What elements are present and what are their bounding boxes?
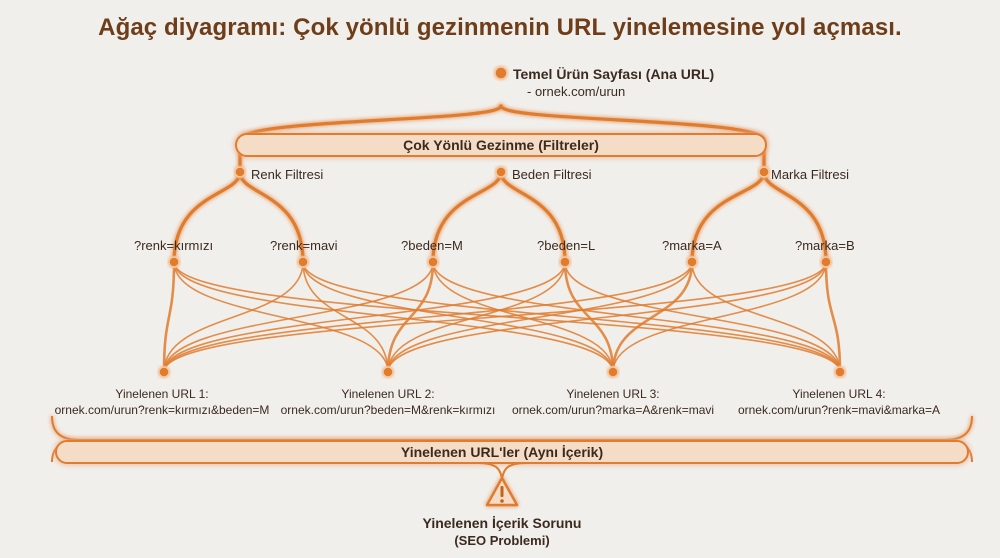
warning-icon [485, 476, 519, 507]
problem-block: Yinelenen İçerik Sorunu (SEO Problemi) [423, 476, 582, 548]
duplicate-url-1: ornek.com/urun?renk=kırmızı&beden=M [55, 403, 270, 417]
branch-filter-to-param-3 [431, 170, 503, 264]
duplicate-title-2: Yinelenen URL 2: [341, 387, 434, 401]
filter-node-1 [234, 166, 246, 178]
filter-label-color: Renk Filtresi [251, 167, 323, 182]
mesh-link-param-3-url-4 [432, 261, 841, 373]
facet-banner-label: Çok Yönlü Gezinme (Filtreler) [403, 137, 599, 153]
param-label-size-l: ?beden=L [537, 238, 595, 253]
mesh-link-param-2-url-4 [302, 261, 841, 373]
duplicate-node-4 [834, 366, 846, 378]
mesh-link-param-5-url-2 [387, 261, 693, 373]
duplicate-url-3: ornek.com/urun?marka=A&renk=mavi [512, 403, 714, 417]
mesh-link-param-4-url-1 [163, 261, 566, 373]
param-node-4 [559, 256, 571, 268]
root-node [494, 66, 508, 80]
param-label-brand-b: ?marka=B [795, 238, 855, 253]
cross-connections [162, 260, 842, 374]
branch-filter-to-param-2 [238, 170, 305, 264]
branch-filter-to-param-5 [690, 170, 766, 264]
mesh-link-param-1-url-3 [173, 261, 614, 373]
duplicates-bracket: Yinelenen URL'ler (Aynı İçerik) [51, 415, 973, 482]
param-label-color-blue: ?renk=mavi [270, 238, 338, 253]
duplicate-url-2: ornek.com/urun?beden=M&renk=kırmızı [281, 403, 496, 417]
branch-filter-to-param-1 [172, 170, 242, 264]
branch-filter-to-param-6 [762, 170, 828, 264]
param-label-color-red: ?renk=kırmızı [134, 238, 213, 253]
mesh-link-param-4-url-4 [564, 261, 841, 373]
duplicate-title-3: Yinelenen URL 3: [566, 387, 659, 401]
mesh-link-param-3-url-1 [163, 261, 434, 373]
mesh-link-param-2-url-3 [302, 261, 614, 373]
mesh-link-param-6-url-2 [387, 261, 827, 373]
mesh-link-param-4-url-2 [387, 261, 566, 373]
duplicate-url-4: ornek.com/urun?renk=mavi&marka=A [738, 403, 940, 417]
filter-label-brand: Marka Filtresi [771, 167, 849, 182]
mesh-link-param-6-url-3 [612, 261, 827, 373]
filter-node-3 [758, 166, 770, 178]
mesh-link-param-2-url-2 [302, 261, 389, 373]
mesh-link-param-1-url-2 [173, 261, 389, 373]
param-node-2 [297, 256, 309, 268]
root-title: Temel Ürün Sayfası (Ana URL) [513, 66, 714, 82]
param-node-6 [820, 256, 832, 268]
tree-nodes [158, 66, 846, 378]
param-node-5 [686, 256, 698, 268]
root-url: - ornek.com/urun [527, 84, 625, 99]
duplicate-title-4: Yinelenen URL 4: [792, 387, 885, 401]
page-title: Ağaç diyagramı: Çok yönlü gezinmenin URL… [98, 14, 902, 41]
duplicate-node-1 [158, 366, 170, 378]
filter-node-2 [495, 166, 507, 178]
problem-subtitle: (SEO Problemi) [454, 533, 549, 548]
mesh-link-param-6-url-1 [163, 261, 827, 373]
mesh-link-param-4-url-3 [563, 260, 615, 374]
mesh-link-param-3-url-2 [386, 260, 435, 374]
facet-banner: Çok Yönlü Gezinme (Filtreler) [235, 133, 767, 157]
duplicate-node-2 [382, 366, 394, 378]
param-label-brand-a: ?marka=A [662, 238, 722, 253]
mesh-link-param-3-url-3 [432, 261, 614, 373]
mesh-link-param-6-url-4 [824, 260, 842, 374]
mesh-link-param-5-url-1 [163, 261, 693, 373]
duplicate-title-1: Yinelenen URL 1: [115, 387, 208, 401]
problem-title: Yinelenen İçerik Sorunu [423, 515, 582, 531]
mesh-link-param-5-url-4 [691, 261, 841, 373]
param-node-1 [168, 256, 180, 268]
mesh-link-param-1-url-1 [162, 260, 176, 374]
mesh-link-param-1-url-4 [173, 261, 841, 373]
param-label-size-m: ?beden=M [401, 238, 463, 253]
duplicate-node-3 [607, 366, 619, 378]
mesh-link-param-2-url-1 [163, 261, 304, 373]
duplicates-banner-label: Yinelenen URL'ler (Aynı İçerik) [401, 444, 603, 460]
filter-label-size: Beden Filtresi [512, 167, 592, 182]
param-node-3 [427, 256, 439, 268]
branch-filter-to-param-4 [499, 170, 567, 264]
mesh-link-param-5-url-3 [611, 260, 694, 374]
